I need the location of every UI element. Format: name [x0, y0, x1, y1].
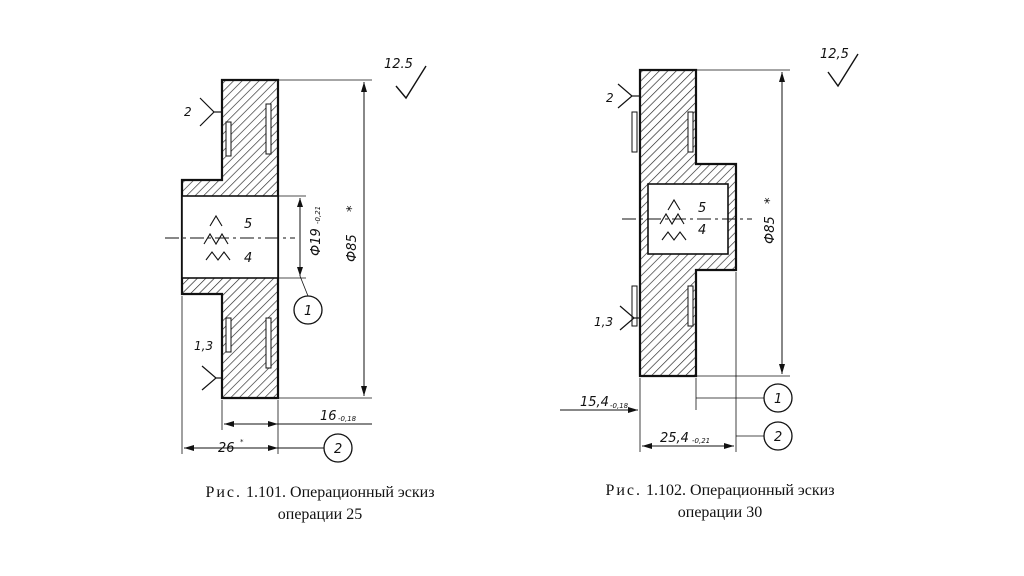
caption-prefix: Рис. [605, 482, 643, 499]
caption-figure-1-102: Рис. 1.102. Операционный эскиз операции … [540, 480, 900, 524]
caption-figure-1-101: Рис. 1.101. Операционный эскиз операции … [140, 482, 500, 526]
svg-text:1: 1 [774, 392, 782, 407]
bore-label-top: 5 [698, 201, 706, 216]
svg-text:-0,21: -0,21 [314, 206, 322, 224]
caption-line-1: 1.101. Операционный эскиз [246, 484, 435, 501]
svg-text:2: 2 [334, 442, 342, 457]
callout-1 [763, 383, 793, 413]
roughness-mark: 12,5 [820, 47, 859, 88]
callout-2 [763, 421, 793, 451]
svg-text:2: 2 [606, 91, 614, 105]
svg-text:26: 26 [218, 441, 235, 456]
svg-text:1: 1 [304, 304, 312, 319]
roughness-mark: 12.5 [384, 57, 427, 100]
roughness-value: 12,5 [820, 47, 849, 62]
dimension-outer-diameter: Ф85 * [278, 79, 372, 399]
caption-line-2: операции 25 [277, 506, 363, 523]
svg-text:*: * [345, 205, 360, 212]
surface-marker-1-3: 1,3 [194, 339, 222, 391]
svg-text:16: 16 [320, 409, 337, 424]
part-section: 5 4 [622, 68, 752, 378]
figure-1-101: 12.5 5 4 2 [165, 57, 427, 463]
callout-1: 1 [293, 275, 323, 325]
svg-text:*: * [240, 438, 244, 446]
locating-symbol [659, 198, 687, 241]
caption-line-1: 1.102. Операционный эскиз [646, 482, 835, 499]
roughness-value: 12.5 [384, 57, 413, 72]
dimension-bore-diameter: Ф19 -0,21 [278, 195, 324, 279]
svg-text:15,4: 15,4 [580, 395, 609, 410]
surface-marker-1-3: 1,3 [594, 305, 640, 331]
dimension-outer-diameter: Ф85 * [696, 69, 790, 377]
dimension-total-25-4: 25,4 -0,21 2 [642, 272, 793, 452]
svg-text:Ф85: Ф85 [345, 234, 360, 262]
locating-symbol [203, 214, 231, 261]
dimension-left-15-4: 15,4 -0,18 1 [560, 378, 793, 452]
part-section: 5 4 [165, 78, 295, 400]
bore-label-bottom: 4 [244, 251, 252, 266]
svg-text:1,3: 1,3 [194, 339, 213, 353]
bore-label-bottom: 4 [698, 223, 706, 238]
dimension-total-26: 26 * 2 [181, 296, 353, 463]
svg-text:-0,21: -0,21 [692, 437, 710, 445]
svg-text:Ф19: Ф19 [309, 228, 324, 256]
dimension-width-16: 16 -0,18 [221, 400, 372, 430]
surface-marker-2: 2 [184, 97, 222, 127]
bore-label-top: 5 [244, 217, 252, 232]
svg-text:Ф85: Ф85 [763, 216, 778, 244]
callout-2 [323, 433, 353, 463]
svg-text:2: 2 [774, 430, 782, 445]
figure-1-102: 12,5 5 4 2 1,3 [560, 47, 859, 452]
caption-prefix: Рис. [205, 484, 243, 501]
caption-line-2: операции 30 [677, 504, 763, 521]
svg-text:1,3: 1,3 [594, 315, 613, 329]
svg-text:*: * [763, 197, 778, 204]
surface-marker-2: 2 [606, 83, 640, 109]
svg-text:25,4: 25,4 [660, 431, 689, 446]
svg-text:-0,18: -0,18 [610, 402, 629, 410]
svg-text:2: 2 [184, 105, 192, 119]
svg-text:-0,18: -0,18 [338, 415, 357, 423]
